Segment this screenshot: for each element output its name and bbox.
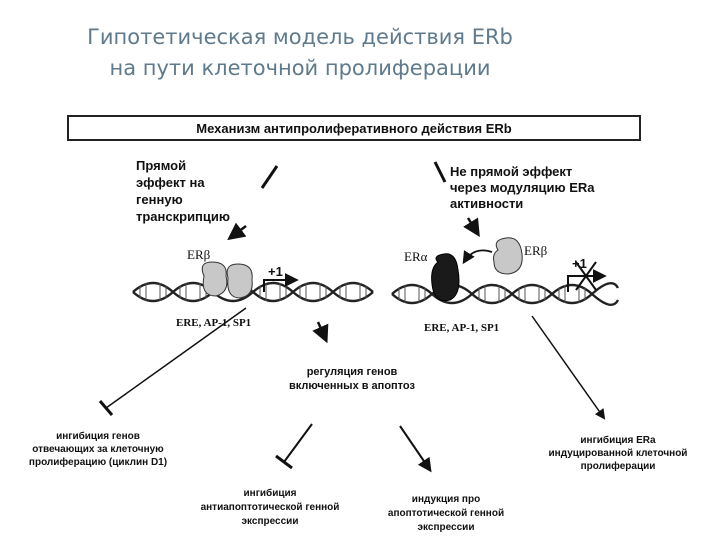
induction-proapoptotic-line-1: индукция про (412, 494, 480, 505)
response-elements-left: ERE, AP-1, SP1 (176, 317, 251, 329)
inhibition-antiapoptotic-line-3: экспрессии (242, 516, 299, 527)
response-elements-right: ERE, AP-1, SP1 (424, 322, 499, 334)
direct-to-erb-arrow (227, 222, 247, 241)
induction-proapoptotic-label: индукция про апоптотической генной экспр… (388, 494, 504, 533)
indirect-effect-line-2: через модуляцию ERa (450, 180, 595, 195)
inhibition-cell-cycle-line-3: пролиферацию (циклин D1) (29, 456, 167, 468)
to-era-inhibition-arrow (531, 315, 606, 420)
blocked-cross-2 (575, 261, 597, 291)
inhibition-antiapoptotic-label: ингибиция антиапоптотической генной эксп… (201, 487, 340, 527)
inhibition-cell-cycle-line-1: ингибиция генов (56, 430, 140, 442)
er-beta-left-label: ERβ (187, 247, 211, 262)
inhibition-era-line-1: ингибиция ERa (580, 434, 656, 446)
dna-helix-left (132, 281, 374, 303)
inhibition-cell-cycle-line-2: отвечающих за клеточную (32, 444, 164, 455)
inhibition-era-label: ингибиция ERa индуцированной клеточной п… (549, 434, 688, 472)
header-box (67, 115, 641, 141)
gene-regulation-line-1: регуляция генов (307, 366, 398, 378)
header-label: Механизм антипролиферативного действия E… (196, 121, 512, 136)
indirect-effect-line-1: Не прямой эффект (450, 164, 572, 179)
indirect-effect-line-3: активности (450, 196, 523, 211)
inhibition-cell-cycle-label: ингибиция генов отвечающих за клеточную … (29, 430, 167, 468)
gene-regulation-line-2: включенных в апоптоз (289, 380, 415, 392)
indirect-effect-label: Не прямой эффект через модуляцию ERa акт… (450, 164, 595, 211)
dna-helix-right (391, 282, 620, 306)
direct-effect-line-2: эффект на (136, 175, 205, 190)
direct-effect-line-3: генную (136, 192, 183, 207)
direct-effect-line-4: транскрипцию (136, 209, 230, 224)
induction-proapoptotic-line-2: апоптотической генной (388, 508, 504, 519)
induction-proapoptotic-line-3: экспрессии (418, 522, 475, 533)
direct-branch-stroke (260, 165, 279, 189)
er-alpha-protein (431, 253, 460, 302)
inhibition-cell-cycle-bar (98, 400, 114, 416)
slide-title-line-1: Гипотетическая модель действия ERb (87, 25, 513, 49)
gene-regulation-label: регуляция генов включенных в апоптоз (289, 366, 415, 392)
transcription-start-arrow-left (263, 273, 299, 292)
er-beta-protein-left-a (201, 261, 228, 297)
transcription-start-arrow-right (567, 269, 607, 292)
induction-proapoptotic-arrow (399, 425, 432, 473)
to-gene-regulation-arrow (312, 321, 329, 344)
inhibition-era-line-2: индуцированной клеточной (549, 448, 688, 459)
inhibition-antiapoptotic-line-2: антиапоптотической генной (201, 502, 340, 513)
er-beta-right-label: ERβ (524, 243, 548, 258)
inhibition-cell-cycle-line (105, 307, 247, 409)
erb-to-era-arrow (462, 249, 493, 265)
plus-one-right-label: +1 (572, 256, 587, 271)
inhibition-antiapoptotic-bar (275, 454, 293, 470)
er-beta-protein-right (493, 237, 523, 275)
inhibition-antiapoptotic-line (283, 423, 313, 463)
dna-rungs-right (398, 285, 586, 303)
direct-effect-line-1: Прямой (136, 158, 186, 173)
slide-title-line-2: на пути клеточной пролиферации (109, 56, 491, 80)
inhibition-era-line-3: пролиферации (581, 460, 656, 472)
direct-effect-label: Прямой эффект на генную транскрипцию (136, 158, 230, 224)
indirect-branch-stroke (433, 161, 447, 183)
er-alpha-label: ERα (404, 249, 428, 264)
indirect-to-erb-arrow (463, 217, 480, 237)
inhibition-antiapoptotic-line-1: ингибиция (244, 487, 297, 499)
plus-one-left-label: +1 (268, 264, 283, 279)
slide-title: Гипотетическая модель действия ERb на пу… (0, 22, 600, 84)
er-beta-protein-left-b (226, 263, 253, 299)
